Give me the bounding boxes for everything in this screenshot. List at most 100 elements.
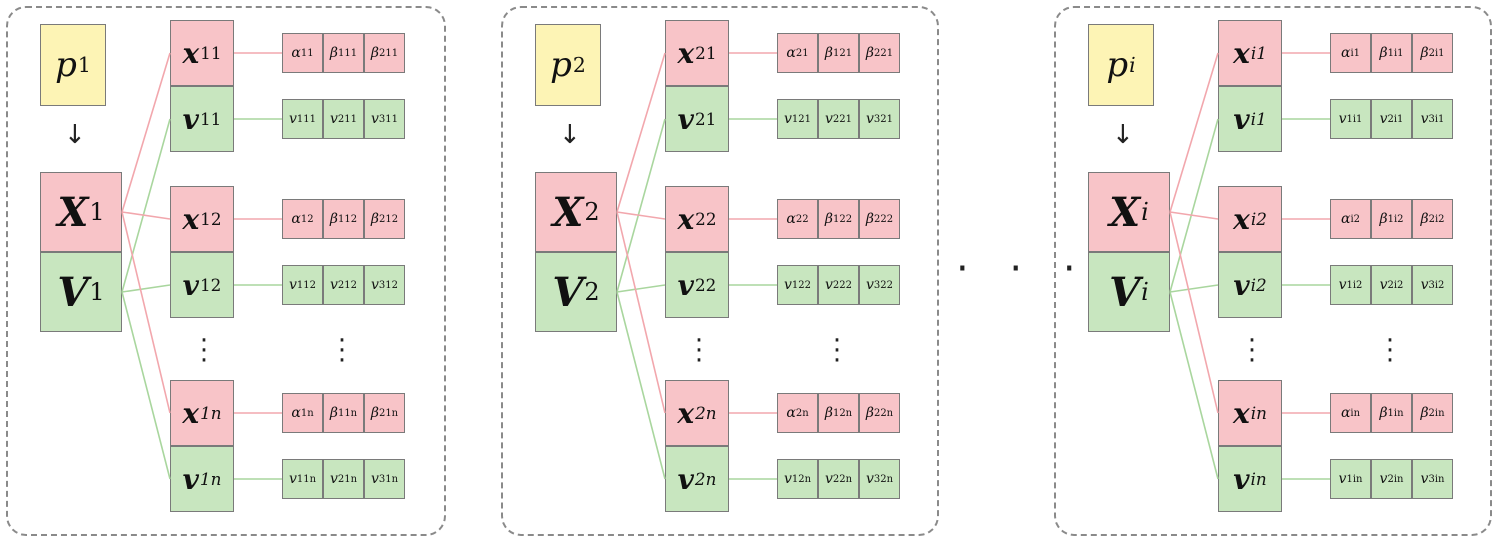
param-cell-subscript: 2i1: [1428, 47, 1445, 59]
vparam-cell-subscript: 312: [378, 279, 398, 291]
trajectory-set-box-subscript: i: [1141, 198, 1149, 226]
velocity-set-box-symbol: V: [552, 268, 584, 316]
vparam-cell-symbol: v: [1420, 471, 1429, 487]
dataset-panel: [501, 6, 939, 536]
vparam-cell-subscript: 321: [873, 113, 893, 125]
vparam-cell-subscript: 211: [337, 113, 357, 125]
vparam-cell-symbol: v: [288, 277, 297, 293]
vparam-cell-subscript: 2in: [1387, 473, 1404, 485]
vparam-cell-symbol: v: [783, 111, 792, 127]
param-cell-subscript: 1n: [300, 407, 314, 419]
param-cell-subscript: 212: [379, 213, 399, 225]
velocity-box-symbol: v: [1233, 268, 1250, 302]
point-box-subscript: 22: [695, 209, 717, 229]
vparam-cell-symbol: v: [288, 111, 297, 127]
param-cell-subscript: 1i2: [1387, 213, 1404, 225]
down-arrow-icon: ↓: [1112, 120, 1134, 150]
param-cell-symbol: β: [370, 211, 379, 227]
point-box-subscript: 11: [200, 43, 222, 63]
param-ellipsis: · · ·: [337, 326, 347, 376]
param-cell-symbol: α: [291, 45, 301, 61]
velocity-set-box-symbol: V: [1109, 268, 1141, 316]
param-cell-symbol: α: [786, 45, 796, 61]
velocity-box-subscript: 11: [199, 109, 222, 129]
vparam-cell-symbol: v: [865, 277, 874, 293]
param-cell-subscript: 22: [795, 213, 809, 225]
param-cell-subscript: 12: [300, 213, 314, 225]
param-cell-symbol: α: [786, 211, 796, 227]
vparam-cell-symbol: v: [865, 111, 874, 127]
velocity-box-symbol: v: [182, 268, 199, 302]
point-box-subscript: i2: [1250, 209, 1267, 229]
point-box-symbol: x: [182, 396, 200, 430]
point-box-symbol: x: [1233, 202, 1250, 236]
param-cell-subscript: 11: [300, 47, 314, 59]
vparam-cell-subscript: 32n: [873, 473, 894, 485]
row-ellipsis: · · ·: [694, 326, 704, 376]
vparam-cell-symbol: v: [370, 111, 379, 127]
velocity-box-subscript: 2n: [694, 469, 717, 489]
vparam-cell-symbol: v: [370, 471, 379, 487]
vparam-cell-symbol: v: [1420, 111, 1429, 127]
velocity-box-symbol: v: [1233, 102, 1250, 136]
vparam-cell-symbol: v: [783, 471, 792, 487]
param-cell-symbol: β: [370, 405, 379, 421]
velocity-set-box-subscript: i: [1141, 278, 1149, 306]
vparam-cell-symbol: v: [1338, 277, 1347, 293]
param-cell-symbol: β: [329, 211, 338, 227]
param-cell-symbol: α: [1340, 211, 1351, 227]
trajectory-set-box-symbol: X: [57, 188, 89, 236]
param-cell-symbol: β: [1379, 45, 1388, 61]
param-cell-symbol: β: [329, 405, 338, 421]
dataset-panel: [1054, 6, 1492, 536]
vparam-cell-symbol: v: [329, 471, 338, 487]
param-cell-symbol: α: [291, 211, 301, 227]
vparam-cell-subscript: 21n: [337, 473, 358, 485]
param-cell-symbol: β: [865, 211, 874, 227]
param-cell-subscript: 211: [379, 47, 399, 59]
param-cell-subscript: 2i2: [1428, 213, 1445, 225]
trajectory-set-box-subscript: 1: [89, 198, 105, 226]
row-ellipsis: · · ·: [199, 326, 209, 376]
param-cell-subscript: 221: [874, 47, 894, 59]
velocity-box-symbol: v: [677, 102, 694, 136]
vparam-cell-subscript: 3i1: [1428, 113, 1445, 125]
vparam-cell-symbol: v: [1420, 277, 1429, 293]
point-box-symbol: x: [677, 202, 695, 236]
param-cell-subscript: i2: [1350, 213, 1361, 225]
vparam-cell-symbol: v: [1379, 111, 1388, 127]
trajectory-set-box-symbol: X: [552, 188, 584, 236]
